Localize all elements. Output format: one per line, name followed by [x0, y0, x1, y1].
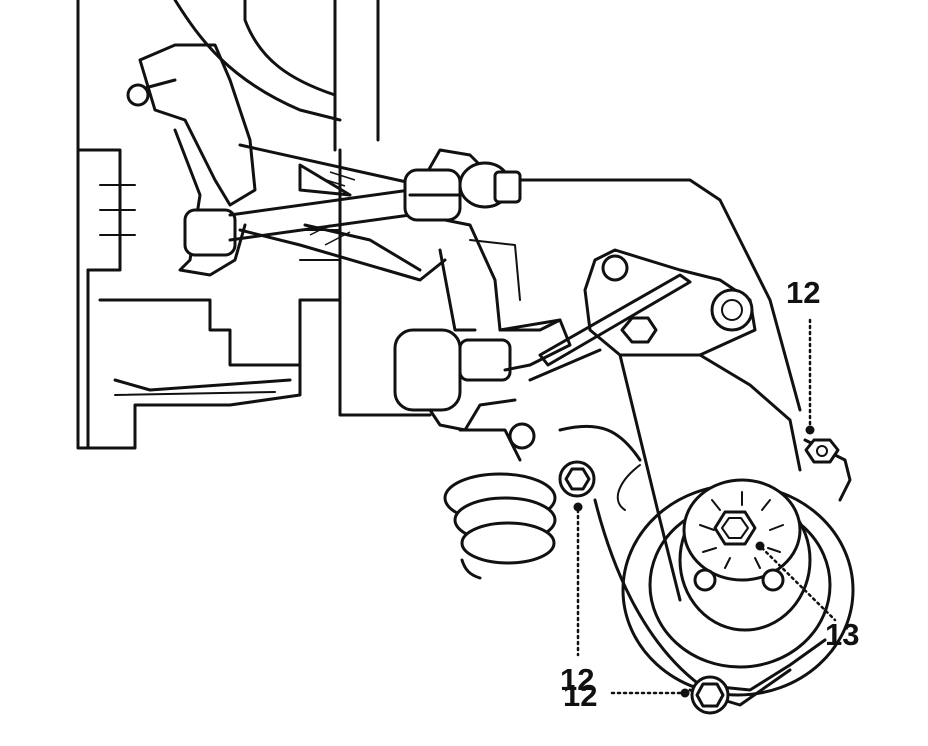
callout-12-bottom: 12 — [563, 678, 597, 713]
callout-12-top-right: 12 — [786, 275, 820, 310]
nut-12-left — [558, 460, 596, 498]
lower-arm-mount — [558, 353, 855, 707]
mount-ribs — [699, 491, 784, 569]
fasteners — [558, 438, 840, 715]
leader-13 — [760, 546, 837, 622]
nut-12-top-right — [804, 438, 840, 464]
upper-control-arm — [126, 43, 522, 282]
leader-lines — [573, 318, 837, 698]
nut-12-bottom — [690, 675, 730, 715]
body-frame — [76, 0, 432, 450]
callout-12-left: 12 — [560, 662, 594, 697]
callout-13: 13 — [825, 617, 859, 652]
driveshaft-boot — [443, 428, 557, 580]
strut-bracket — [528, 248, 757, 382]
knuckle-housing — [393, 178, 802, 450]
nut-13-mount — [713, 510, 757, 546]
